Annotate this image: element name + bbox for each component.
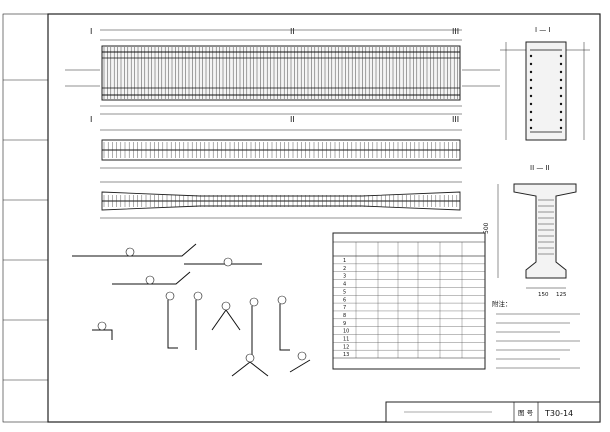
- binding-strip: [2, 13, 49, 423]
- section-mark-iii-bottom: III: [452, 115, 459, 124]
- title-block: 图 号 T30-14: [385, 401, 601, 423]
- beam-bottom-plan: [100, 181, 462, 219]
- bend-callout-1: [125, 247, 135, 257]
- rebar-mark-2: 2: [343, 266, 346, 272]
- cross-section-ii-ii: II — II 500 150 125: [483, 164, 577, 298]
- bend-callout-6: [221, 301, 231, 311]
- beam-plan: [100, 129, 462, 169]
- height-dimension: 500: [483, 222, 490, 234]
- rebar-mark-6: 6: [343, 297, 346, 303]
- bend-callout-10: [245, 353, 255, 363]
- bend-callout-4: [165, 291, 175, 301]
- section-title-i-i: I — I: [535, 26, 551, 34]
- rebar-mark-8: 8: [343, 313, 346, 319]
- rebar-mark-12: 12: [343, 344, 349, 350]
- section-mark-iii-top: III: [452, 27, 459, 36]
- bend-callout-3: [145, 275, 155, 285]
- cross-section-i-i: I — I: [500, 26, 590, 141]
- bottom-width-a: 150: [538, 292, 549, 298]
- bend-callout-11: [297, 351, 307, 361]
- bend-callout-5: [193, 291, 203, 301]
- section-mark-ii-bottom: II: [290, 115, 295, 124]
- notes-block: 附注：: [492, 299, 580, 369]
- section-mark-ii-top: II: [290, 27, 295, 36]
- bend-callout-7: [97, 321, 107, 331]
- bottom-width-b: 125: [556, 292, 567, 298]
- bend-callout-9: [277, 295, 287, 305]
- rebar-mark-4: 4: [343, 282, 346, 288]
- rebar-mark-7: 7: [343, 305, 346, 311]
- rebar-mark-1: 1: [343, 258, 346, 264]
- section-title-ii-ii: II — II: [530, 164, 550, 172]
- notes-heading: 附注：: [492, 299, 512, 308]
- rebar-mark-13: 13: [343, 352, 349, 358]
- bend-callout-8: [249, 297, 259, 307]
- rebar-mark-9: 9: [343, 321, 346, 327]
- rebar-mark-11: 11: [343, 337, 349, 343]
- bar-bending-details: [72, 243, 311, 377]
- section-mark-i-bottom: I: [90, 115, 92, 124]
- bend-callout-2: [223, 257, 233, 267]
- section-mark-i-top: I: [90, 27, 92, 36]
- sheet-number-label: 图 号: [518, 409, 534, 417]
- sheet-number: T30-14: [544, 409, 573, 418]
- beam-elevation: [65, 29, 500, 115]
- rebar-mark-3: 3: [343, 274, 346, 280]
- rebar-mark-10: 10: [343, 329, 349, 335]
- rebar-mark-5: 5: [343, 289, 346, 295]
